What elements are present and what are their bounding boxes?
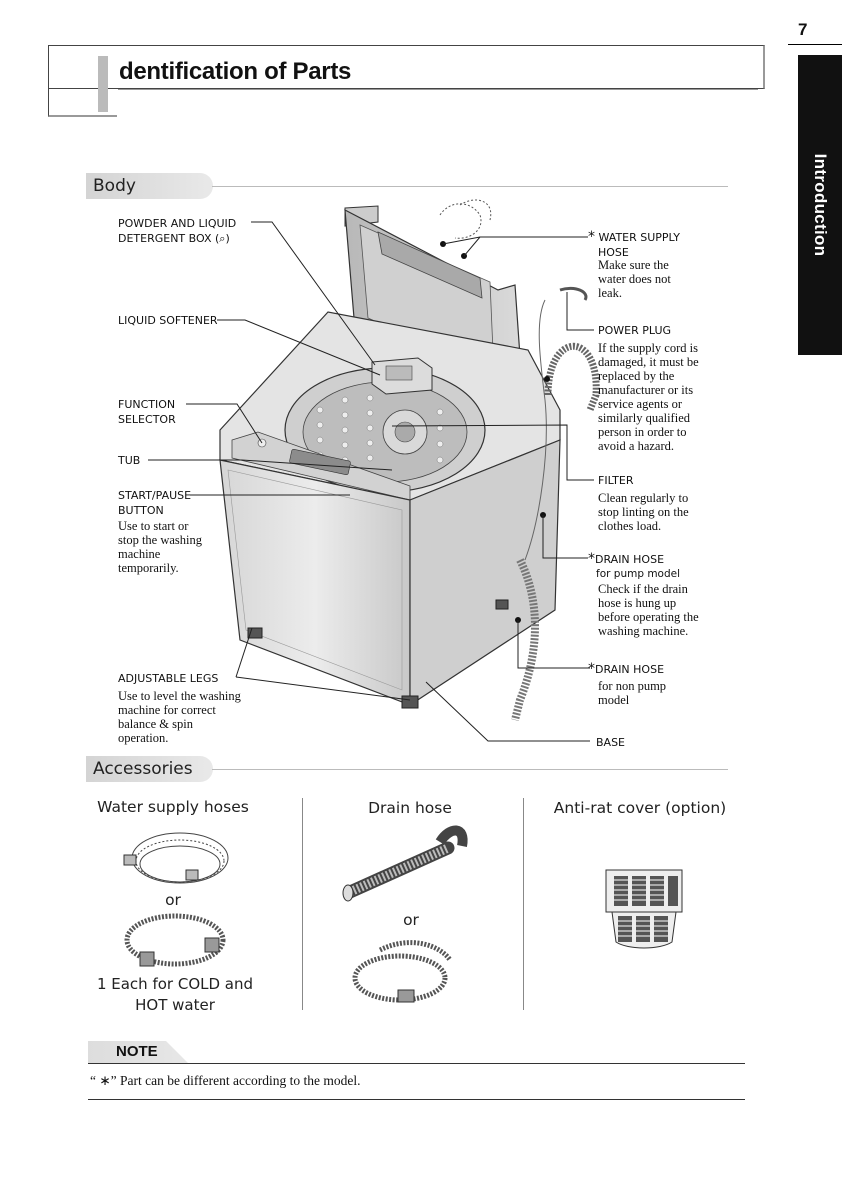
desc-line: avoid a hazard. xyxy=(598,439,675,453)
note-label: NOTE xyxy=(116,1043,158,1060)
desc-adjustable-legs-line: balance & spin xyxy=(118,717,193,731)
desc-line: model xyxy=(598,693,630,707)
desc-line: Clean regularly to xyxy=(598,491,689,505)
desc-line: person in order to xyxy=(598,425,687,439)
water-supply-hose-coil xyxy=(131,832,229,884)
column-divider xyxy=(523,798,524,1010)
desc-line: damaged, it must be xyxy=(598,355,699,369)
desc-filter: Clean regularly to stop linting on the c… xyxy=(598,491,689,533)
label-drain-hose-non-pump: *DRAIN HOSE xyxy=(588,661,664,677)
label-water-supply-hose: * WATER SUPPLY HOSE xyxy=(588,229,680,260)
label-detergent-box: POWDER AND LIQUID DETERGENT BOX (⌕) xyxy=(118,216,236,246)
or-text: or xyxy=(403,911,419,929)
asterisk-mark: * xyxy=(588,229,595,245)
asterisk-mark: * xyxy=(588,551,595,567)
desc-line: washing machine. xyxy=(598,624,689,638)
desc-adjustable-legs-line: machine for correct xyxy=(118,703,216,717)
note-rule-bottom xyxy=(88,1099,745,1100)
desc-line: leak. xyxy=(598,286,622,300)
desc-start-pause-line: machine xyxy=(118,547,161,561)
label-adjustable-legs: ADJUSTABLE LEGS xyxy=(118,672,219,685)
label-drain-hose-pump-line1: DRAIN HOSE xyxy=(595,553,665,566)
desc-drain-hose-non-pump: for non pump model xyxy=(598,679,666,707)
desc-line: water does not xyxy=(598,272,671,286)
drain-hose-straight xyxy=(342,825,468,902)
label-start-pause-line1: START/PAUSE xyxy=(118,489,192,502)
asterisk-mark: * xyxy=(588,661,595,677)
desc-line: similarly qualified xyxy=(598,411,690,425)
accessory-title-water-supply-hoses: Water supply hoses xyxy=(97,798,249,816)
label-liquid-softener: LIQUID SOFTENER xyxy=(118,314,218,327)
note-tag xyxy=(88,1041,188,1063)
or-text: or xyxy=(165,891,181,909)
corrugated-water-hose xyxy=(124,913,226,967)
label-start-pause: START/PAUSE BUTTON xyxy=(118,488,191,518)
label-filter: FILTER xyxy=(598,474,634,487)
desc-line: Check if the drain xyxy=(598,582,688,596)
title-box xyxy=(48,45,765,89)
title-underline xyxy=(118,89,758,90)
desc-line: before operating the xyxy=(598,610,699,624)
caption-line: 1 Each for COLD and xyxy=(96,975,254,993)
accessory-title-anti-rat-cover: Anti-rat cover (option) xyxy=(553,799,727,817)
accessory-title-drain-hose: Drain hose xyxy=(368,799,452,817)
label-drain-hose-pump-sub: for pump model xyxy=(596,568,681,580)
side-tab: Introduction xyxy=(798,55,842,355)
accessory-caption-water-supply-hoses: 1 Each for COLD and HOT water xyxy=(80,974,270,1016)
page-number-rule xyxy=(788,44,842,45)
label-water-supply-hose-line2: HOSE xyxy=(598,246,629,259)
desc-line: stop linting on the xyxy=(598,505,689,519)
section-rule-accessories xyxy=(212,769,728,770)
desc-line: manufacturer or its xyxy=(598,383,694,397)
note-text: “ ∗” Part can be different according to … xyxy=(90,1073,361,1088)
label-start-pause-line2: BUTTON xyxy=(118,504,164,517)
desc-adjustable-legs-line: operation. xyxy=(118,731,169,745)
label-detergent-box-line1: POWDER AND LIQUID xyxy=(118,217,237,230)
label-function-selector-line2: SELECTOR xyxy=(118,413,176,426)
label-tub: TUB xyxy=(118,454,141,467)
label-drain-hose-non-pump-line1: DRAIN HOSE xyxy=(595,663,665,676)
label-detergent-box-line2: DETERGENT BOX (⌕) xyxy=(118,232,230,245)
desc-line: service agents or xyxy=(598,397,682,411)
title-box-tail xyxy=(48,87,117,117)
desc-start-pause: Use to start or stop the washing machine… xyxy=(118,519,202,575)
note-rule-top xyxy=(88,1063,745,1064)
desc-start-pause-line: temporarily. xyxy=(118,561,179,575)
page-title: dentification of Parts xyxy=(119,58,352,85)
section-rule-body xyxy=(212,186,728,187)
desc-line: replaced by the xyxy=(598,369,675,383)
desc-line: clothes load. xyxy=(598,519,662,533)
desc-line: for non pump xyxy=(598,679,667,693)
column-divider xyxy=(302,798,303,1010)
label-function-selector: FUNCTION SELECTOR xyxy=(118,397,176,427)
label-power-plug: POWER PLUG xyxy=(598,324,672,337)
desc-start-pause-line: Use to start or xyxy=(118,519,189,533)
desc-adjustable-legs-line: Use to level the washing xyxy=(118,689,241,703)
label-base: BASE xyxy=(596,736,626,749)
label-water-supply-hose-line1: WATER SUPPLY xyxy=(598,231,680,244)
desc-drain-hose-pump: Check if the drain hose is hung up befor… xyxy=(598,582,699,638)
desc-start-pause-line: stop the washing xyxy=(118,533,203,547)
desc-water-supply-hose: Make sure the water does not leak. xyxy=(598,258,671,300)
desc-line: hose is hung up xyxy=(598,596,677,610)
desc-line: Make sure the xyxy=(598,258,669,272)
anti-rat-cover xyxy=(605,869,683,949)
label-drain-hose-pump: *DRAIN HOSE for pump model xyxy=(588,551,680,582)
title-accent-bar xyxy=(98,56,108,112)
section-heading-accessories: Accessories xyxy=(86,756,213,782)
desc-adjustable-legs: Use to level the washing machine for cor… xyxy=(118,689,241,745)
section-heading-body: Body xyxy=(86,173,213,199)
caption-line: HOT water xyxy=(135,996,215,1014)
label-function-selector-line1: FUNCTION xyxy=(118,398,176,411)
page-number: 7 xyxy=(798,20,808,39)
desc-power-plug: If the supply cord is damaged, it must b… xyxy=(598,341,699,453)
desc-line: If the supply cord is xyxy=(598,341,698,355)
